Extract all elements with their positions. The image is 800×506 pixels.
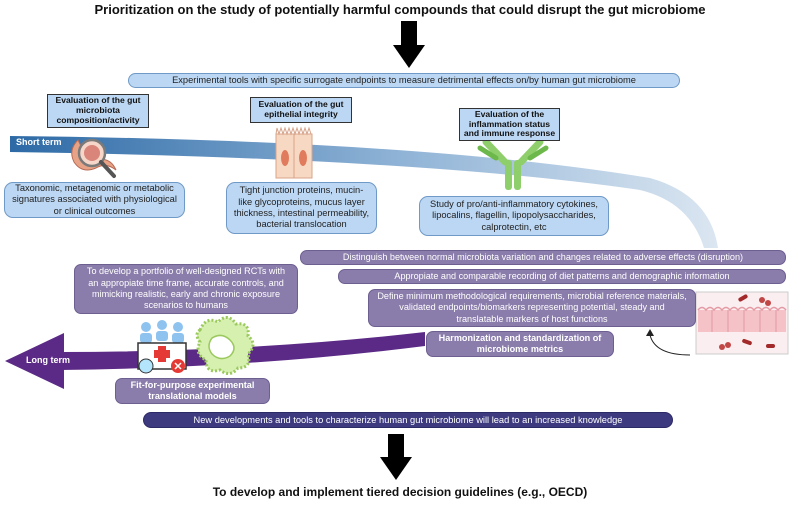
short-term-label: Short term: [16, 137, 62, 147]
microbiome-epithelium-icon: [695, 291, 789, 355]
short-term-band: [10, 136, 718, 248]
eval-inflammation-heading: Evaluation of the inflammation status an…: [459, 108, 560, 141]
eval-microbiota-detail: Taxonomic, metagenomic or metabolic sign…: [4, 182, 185, 218]
long-term-label: Long term: [26, 355, 70, 365]
models-box: Fit-for-purpose experimental translation…: [115, 378, 270, 404]
new-developments-banner: New developments and tools to characteri…: [143, 412, 673, 428]
magnifier-gut-icon: [71, 138, 117, 178]
eval-epithelial-heading: Evaluation of the gut epithelial integri…: [250, 97, 352, 123]
rct-box: To develop a portfolio of well-designed …: [74, 264, 298, 314]
connector-arrow: [646, 329, 691, 356]
epithelium-icon: [275, 126, 313, 179]
eval-inflammation-detail: Study of pro/anti-inflammatory cytokines…: [419, 196, 609, 236]
down-arrow-top: [393, 21, 425, 68]
eval-epithelial-detail: Tight junction proteins, mucin-like glyc…: [226, 182, 377, 234]
harmonization-box: Harmonization and standardization of mic…: [426, 331, 614, 357]
down-arrow-bottom: [380, 434, 412, 480]
methodology-box: Define minimum methodological requiremen…: [368, 289, 696, 327]
tools-banner: Experimental tools with specific surroga…: [128, 73, 680, 88]
conclusion-title: To develop and implement tiered decision…: [212, 485, 588, 499]
distinguish-box: Distinguish between normal microbiota va…: [300, 250, 786, 265]
clinical-trial-icon: [137, 320, 187, 374]
organoid-icon: [195, 316, 255, 375]
page-title: Prioritization on the study of potential…: [94, 2, 706, 17]
diet-box: Appropiate and comparable recording of d…: [338, 269, 786, 284]
eval-microbiota-heading: Evaluation of the gut microbiota composi…: [47, 94, 149, 128]
antibody-icon: [477, 138, 549, 190]
